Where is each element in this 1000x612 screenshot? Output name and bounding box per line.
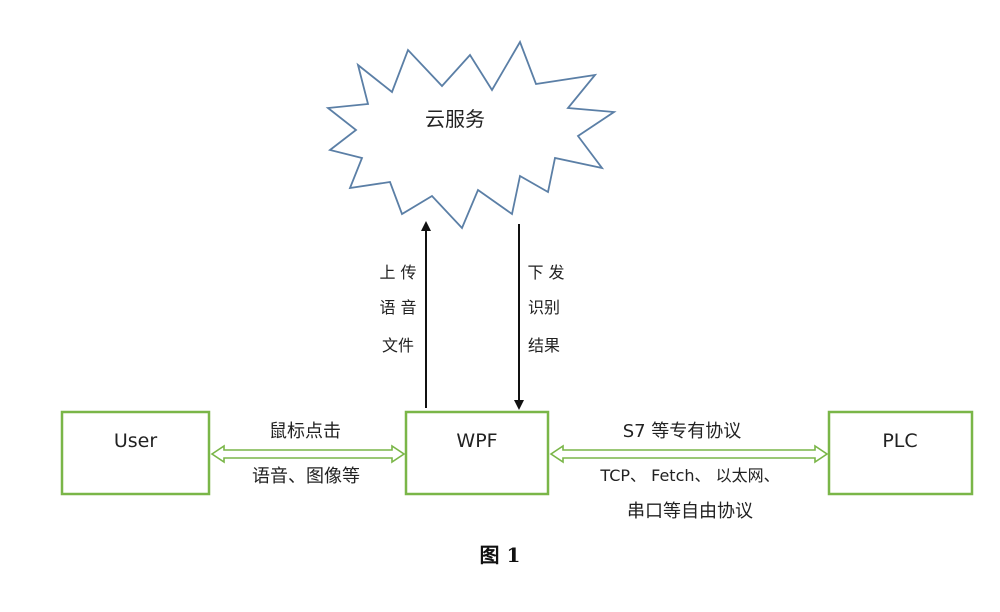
user-wpf-label-top: 鼠标点击 — [269, 421, 341, 442]
user-label: User — [114, 430, 157, 452]
user-box — [60, 410, 211, 496]
upload-label-line-3: 文件 — [382, 336, 414, 355]
cloud-shape — [325, 39, 617, 230]
download-label-line-2: 识别 — [528, 298, 560, 317]
plc-box — [827, 410, 974, 496]
wpf-plc-label-top: S7 等专有协议 — [623, 421, 742, 442]
download-label-line-1: 下 发 — [527, 263, 564, 282]
cloud-service-node: 云服务 — [325, 39, 617, 230]
cloud-label: 云服务 — [425, 107, 485, 131]
upload-label-line-1: 上 传 — [379, 263, 416, 282]
user-wpf-label-bottom: 语音、图像等 — [252, 466, 360, 487]
wpf-box — [404, 410, 550, 496]
download-label-line-3: 结果 — [528, 336, 560, 355]
plc-label: PLC — [882, 430, 917, 452]
wpf-label: WPF — [456, 430, 497, 452]
wpf-plc-label-bottom-1: TCP、 Fetch、 以太网、 — [599, 466, 779, 485]
user-wpf-double-arrow — [210, 444, 406, 464]
figure-caption: 图 1 — [480, 543, 521, 567]
wpf-plc-double-arrow — [549, 444, 829, 464]
wpf-plc-label-bottom-2: 串口等自由协议 — [627, 501, 753, 522]
plc-node: PLC — [827, 410, 974, 496]
wpf-node: WPF — [404, 410, 550, 496]
user-node: User — [60, 410, 211, 496]
upload-label-line-2: 语 音 — [379, 298, 416, 317]
